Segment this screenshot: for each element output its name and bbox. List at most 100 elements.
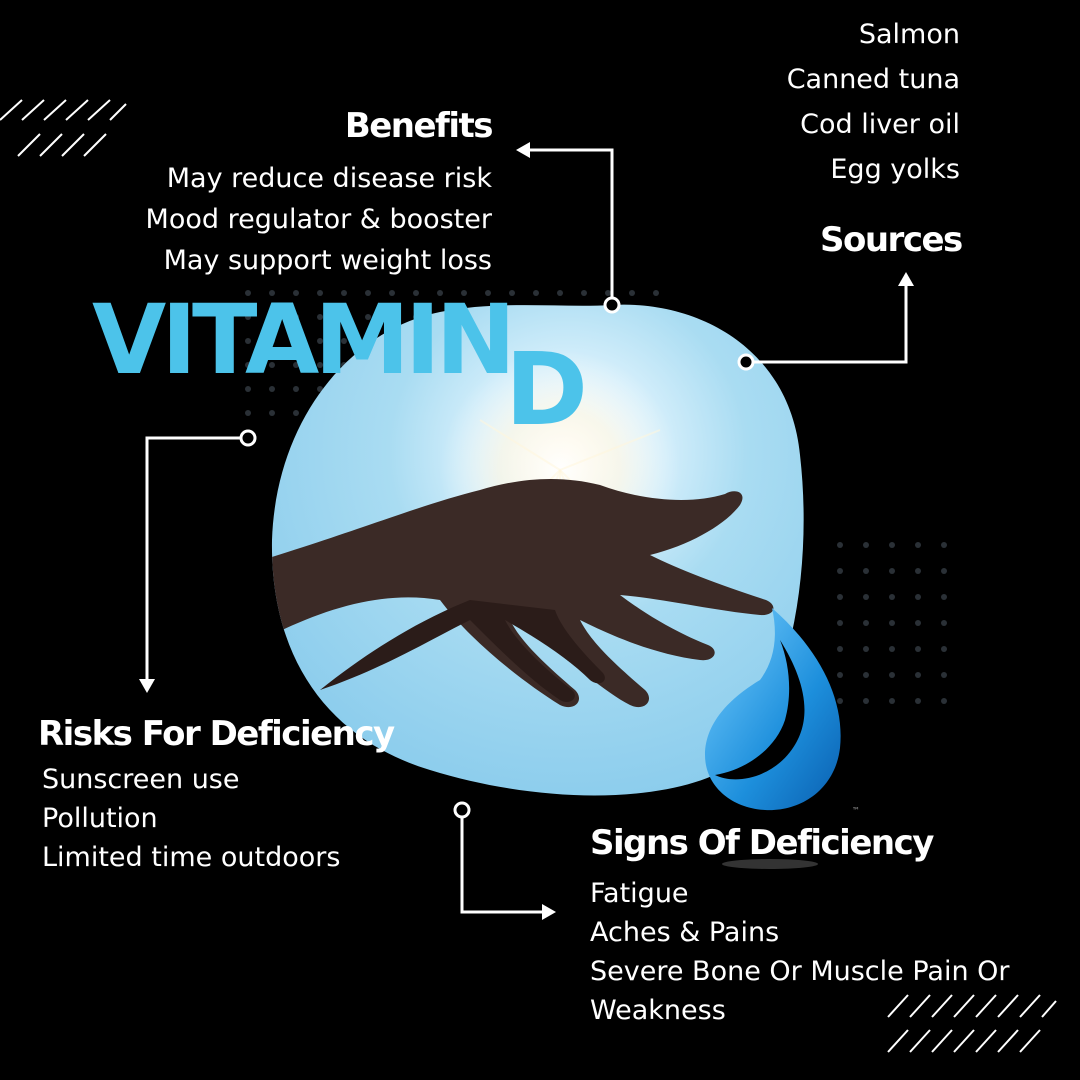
grid-dot xyxy=(293,410,299,416)
grid-dot xyxy=(837,620,843,626)
grid-dot xyxy=(889,594,895,600)
connector-nodes xyxy=(239,296,755,819)
grid-dot xyxy=(915,672,921,678)
grid-dot xyxy=(837,568,843,574)
grid-dot xyxy=(557,290,563,296)
grid-dot xyxy=(317,362,323,368)
grid-dot xyxy=(915,620,921,626)
grid-dot xyxy=(837,542,843,548)
grid-dot xyxy=(889,672,895,678)
grid-dot xyxy=(365,290,371,296)
grid-dot xyxy=(653,290,659,296)
sources-item: Canned tuna xyxy=(786,64,960,95)
grid-dot xyxy=(941,698,947,704)
sources-list: Salmon Canned tuna Cod liver oil Egg yol… xyxy=(787,12,960,192)
grid-dot xyxy=(941,672,947,678)
signs-item: Aches & Pains xyxy=(590,917,780,948)
signs-heading: Signs Of Deficiency xyxy=(590,823,934,863)
sources-item: Cod liver oil xyxy=(800,109,960,140)
trademark-mark: ™ xyxy=(852,806,860,815)
grid-dot xyxy=(889,568,895,574)
benefits-item: May reduce disease risk xyxy=(166,163,492,194)
benefits-item: May support weight loss xyxy=(163,245,492,276)
grid-dot xyxy=(863,594,869,600)
sun-hand-photo xyxy=(271,304,804,796)
grid-dot xyxy=(389,290,395,296)
grid-dot xyxy=(293,386,299,392)
grid-dot xyxy=(629,290,635,296)
sources-item: Egg yolks xyxy=(830,154,960,185)
grid-dot xyxy=(461,290,467,296)
grid-dot xyxy=(293,290,299,296)
sources-item: Salmon xyxy=(858,19,960,50)
grid-dot xyxy=(293,362,299,368)
risks-item: Pollution xyxy=(42,803,158,834)
grid-dot xyxy=(863,620,869,626)
grid-dot xyxy=(245,362,251,368)
grid-dot xyxy=(863,542,869,548)
grid-dot xyxy=(915,594,921,600)
grid-dot xyxy=(863,568,869,574)
grid-dot xyxy=(245,290,251,296)
benefits-list: May reduce disease risk Mood regulator &… xyxy=(146,158,492,281)
grid-dot xyxy=(293,314,299,320)
grid-dot xyxy=(269,314,275,320)
risks-heading: Risks For Deficiency xyxy=(38,714,395,754)
risks-item: Limited time outdoors xyxy=(42,842,341,873)
benefits-item: Mood regulator & booster xyxy=(145,204,492,235)
risks-list: Sunscreen use Pollution Limited time out… xyxy=(42,760,340,877)
grid-dot xyxy=(269,386,275,392)
grid-dot xyxy=(605,290,611,296)
grid-dot xyxy=(581,290,587,296)
grid-dot xyxy=(485,290,491,296)
grid-dot xyxy=(863,646,869,652)
slash-pattern-bottom-right xyxy=(887,994,1057,1053)
grid-dot xyxy=(317,386,323,392)
grid-dot xyxy=(889,542,895,548)
grid-dot xyxy=(269,290,275,296)
title-vitamin: VITAMIN xyxy=(92,284,516,396)
grid-dot xyxy=(915,568,921,574)
grid-dot xyxy=(269,410,275,416)
water-drop-logo xyxy=(705,608,841,869)
arrow-heads xyxy=(139,142,914,920)
grid-dot xyxy=(437,290,443,296)
grid-dot xyxy=(317,314,323,320)
grid-dot xyxy=(341,314,347,320)
grid-dot xyxy=(509,290,515,296)
grid-dot xyxy=(837,698,843,704)
grid-dot xyxy=(341,290,347,296)
grid-dot xyxy=(941,594,947,600)
grid-dot xyxy=(293,338,299,344)
grid-dot xyxy=(863,672,869,678)
signs-item: Severe Bone Or Muscle Pain Or xyxy=(590,956,1010,987)
grid-dot xyxy=(317,338,323,344)
grid-dot xyxy=(389,314,395,320)
grid-dot xyxy=(245,338,251,344)
arrow-connector xyxy=(145,148,908,914)
dot-grid-right xyxy=(837,542,947,704)
grid-dot xyxy=(889,646,895,652)
grid-dot xyxy=(837,646,843,652)
sources-heading: Sources xyxy=(820,220,963,260)
grid-dot xyxy=(533,290,539,296)
benefits-heading: Benefits xyxy=(344,106,494,146)
title-d: D xyxy=(505,331,589,448)
grid-dot xyxy=(269,362,275,368)
grid-dot xyxy=(941,542,947,548)
grid-dot xyxy=(889,620,895,626)
grid-dot xyxy=(837,594,843,600)
grid-dot xyxy=(365,314,371,320)
grid-dot xyxy=(915,646,921,652)
slash-pattern-top-left xyxy=(0,99,127,157)
grid-dot xyxy=(889,698,895,704)
signs-item: Fatigue xyxy=(590,878,689,909)
grid-dot xyxy=(245,386,251,392)
signs-list: Fatigue Aches & Pains Severe Bone Or Mus… xyxy=(590,874,1010,1030)
signs-item: Weakness xyxy=(590,995,726,1026)
risks-item: Sunscreen use xyxy=(42,764,240,795)
grid-dot xyxy=(341,338,347,344)
grid-dot xyxy=(915,542,921,548)
grid-dot xyxy=(317,290,323,296)
